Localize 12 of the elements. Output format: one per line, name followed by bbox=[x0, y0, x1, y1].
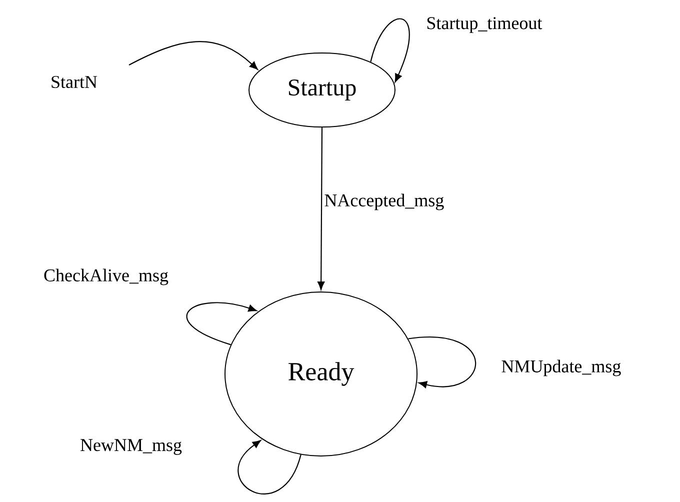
edge-label: CheckAlive_msg bbox=[44, 268, 168, 286]
arrow bbox=[370, 18, 410, 82]
arrow bbox=[186, 302, 257, 346]
edge-label: NMUpdate_msg bbox=[502, 360, 621, 376]
edge-label: StartN bbox=[52, 76, 98, 88]
arrow bbox=[318, 128, 325, 290]
arrow bbox=[238, 440, 302, 494]
arrow bbox=[128, 41, 258, 70]
edge-label: Startup_timeout bbox=[427, 17, 542, 33]
arrow bbox=[408, 336, 476, 388]
edge-label: NewNM_msg bbox=[80, 439, 182, 455]
edge-label: NAccepted_msg bbox=[324, 194, 444, 210]
